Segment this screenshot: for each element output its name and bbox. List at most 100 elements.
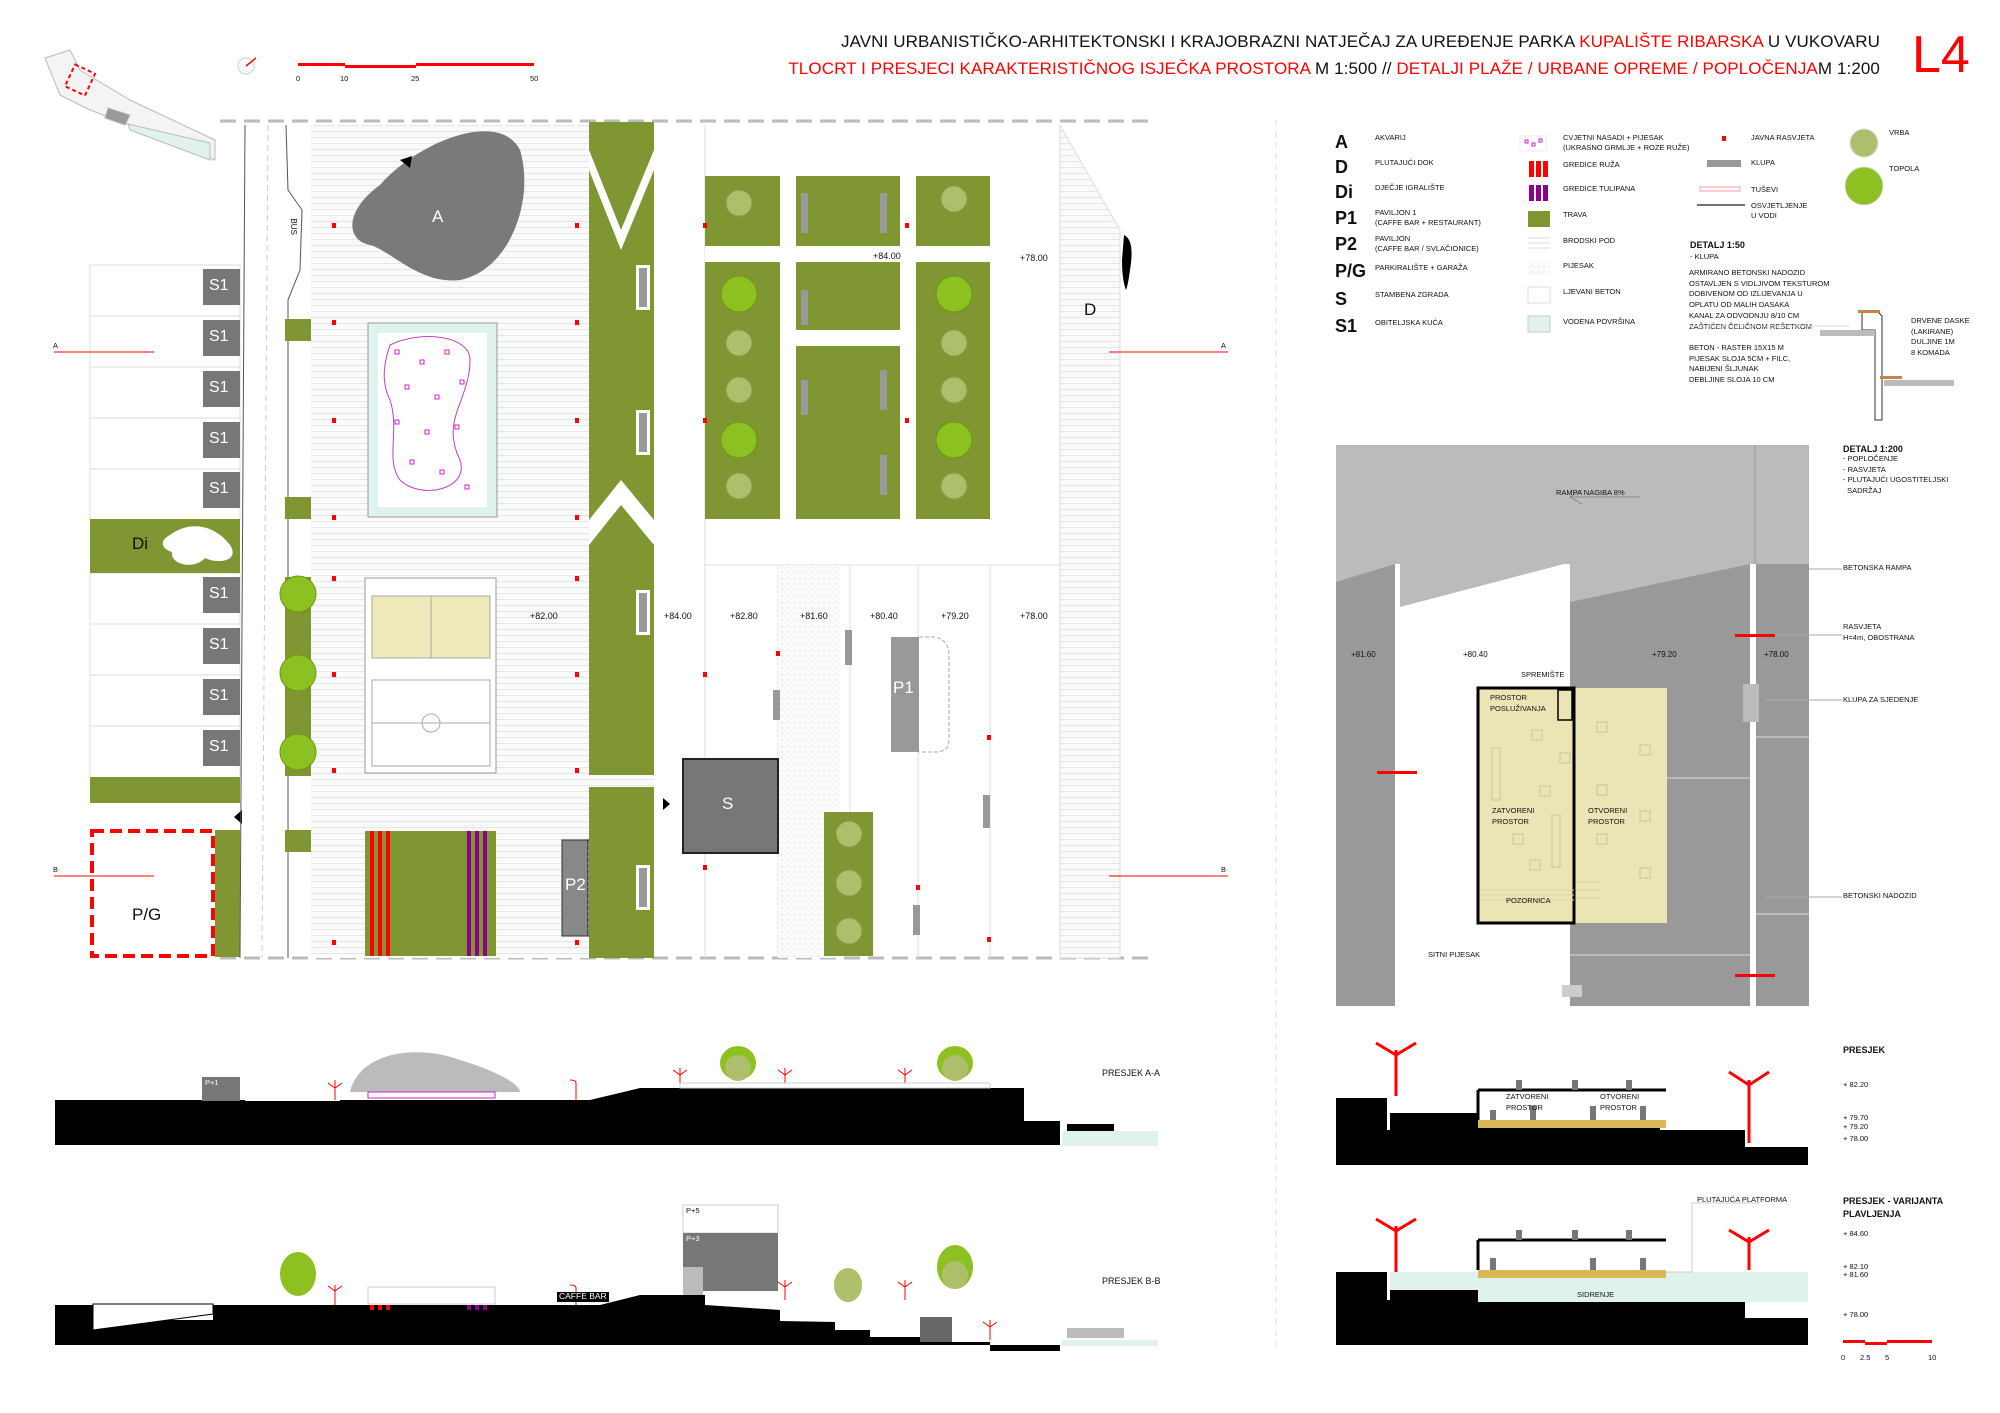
scale-tick: 2.5 [1860, 1353, 1871, 1362]
level-label: +79.20 [1652, 650, 1677, 659]
house-s1: S1 [203, 269, 240, 305]
north-arrow-icon [237, 57, 257, 75]
legend-code: A [1335, 132, 1348, 152]
label-closed-space: ZATVORENI PROSTOR [1492, 806, 1535, 826]
street-light-icon [1722, 136, 1726, 141]
tree-poplar [279, 575, 317, 613]
label-open-space: OTVORENI PROSTOR [1588, 806, 1628, 826]
scale-bar-detail [1843, 1340, 1932, 1345]
legend-label: PARKIRALIŠTE + GARAŽA [1375, 263, 1468, 272]
level-label: +82.00 [530, 611, 558, 621]
scale-tick: 5 [1885, 1353, 1890, 1362]
section-marker-a: A [1221, 341, 1227, 350]
section-lines [54, 351, 1228, 877]
tree-poplar [279, 654, 317, 692]
pavilion-plan [1476, 686, 1667, 925]
label-ramp: RAMPA NAGIBA 8% [1556, 488, 1625, 497]
house-s1: S1 [203, 320, 240, 356]
detail-1200-items: - POPLOČENJE - RASVJETA - PLUTAJUĆI UGOS… [1843, 454, 1949, 495]
title-city: U VUKOVARU [1763, 32, 1880, 51]
detail-section-flood [1336, 1202, 1808, 1345]
level-label: +84.00 [664, 611, 692, 621]
shower-icon [1699, 186, 1741, 192]
legend-label: GREDICE TULIPANA [1563, 184, 1636, 193]
competition-title: JAVNI URBANISTIČKO-ARHITEKTONSKI I KRAJO… [841, 32, 1880, 52]
scale-tick: 50 [530, 74, 539, 83]
level-label: +81.60 [800, 611, 828, 621]
house-s1: S1 [203, 679, 240, 715]
label-p-plus-3: P+3 [686, 1234, 700, 1243]
parking-outline [90, 829, 215, 958]
boat-icon [1122, 235, 1132, 290]
subtitle-scale1: M 1:500 // [1310, 59, 1397, 78]
green-promenade [589, 122, 654, 958]
label-p-plus-5: P+5 [686, 1206, 700, 1215]
section-marker-b: B [1221, 865, 1227, 874]
scale-bar-main [298, 63, 534, 68]
level-label: +80.40 [870, 611, 898, 621]
level-label: + 81.60 [1843, 1270, 1869, 1279]
detail-section-normal [1336, 1041, 1808, 1165]
legend-label: VODENA POVRŠINA [1563, 317, 1636, 326]
house-s1: S1 [203, 422, 240, 458]
house-s1: S1 [203, 472, 240, 508]
label-wall: BETONSKI NADOZID [1843, 891, 1917, 900]
level-label: +82.80 [730, 611, 758, 621]
level-label: + 84.60 [1843, 1229, 1869, 1238]
detail-section-title: PRESJEK [1843, 1045, 1886, 1055]
section-aa [55, 1046, 1158, 1146]
label-anchoring: SIDRENJE [1577, 1290, 1615, 1299]
tree-poplar [279, 733, 317, 771]
willow-icon [1849, 128, 1879, 158]
legend-label: CVJETNI NASADI + PIJESAK (UKRASNO GRMLJE… [1563, 133, 1690, 153]
rose-bed-icon [1529, 161, 1548, 177]
legend-label: VRBA [1889, 128, 1910, 137]
legend-label: DJEČJE IGRALIŠTE [1375, 183, 1445, 192]
label-open-space: OTVORENI PROSTOR [1600, 1092, 1640, 1112]
legend-code: S [1335, 289, 1348, 309]
scale-tick: 0 [296, 74, 301, 83]
level-label: + 78.00 [1843, 1310, 1869, 1319]
level-label: +78.00 [1020, 253, 1048, 263]
label-lighting: RASVJETA H=4m, OBOSTRANA [1843, 622, 1915, 642]
house-s1: S1 [203, 371, 240, 407]
legend-label: JAVNA RASVJETA [1751, 133, 1815, 142]
flower-bed-icon [1519, 135, 1547, 152]
label-storage: SPREMIŠTE [1521, 670, 1565, 679]
legend-label: OSVJETLJENJE U VODI [1751, 201, 1808, 221]
legend-label: TUŠEVI [1751, 185, 1779, 194]
detail-1200-title: DETALJ 1:200 [1843, 444, 1903, 454]
legend-code: P/G [1335, 261, 1367, 281]
scale-tick: 25 [411, 74, 420, 83]
level-label: + 82.20 [1843, 1080, 1869, 1089]
section-marker-b: B [53, 865, 59, 874]
flower-garden [367, 322, 498, 518]
label-parking: P/G [132, 905, 162, 924]
level-label: +81.60 [1351, 650, 1376, 659]
level-label: + 79.20 [1843, 1122, 1869, 1131]
legend-label: OBITELJSKA KUĆA [1375, 318, 1443, 327]
label-closed-space: ZATVORENI PROSTOR [1506, 1092, 1549, 1112]
label-aquarium: A [432, 207, 444, 226]
level-label: + 79.70 [1843, 1113, 1869, 1122]
house-s1: S1 [203, 730, 240, 766]
legend-label: LJEVANI BETON [1563, 287, 1621, 296]
title-park-name: KUPALIŠTE RIBARSKA [1579, 32, 1764, 51]
detail-150-title: DETALJ 1:50 [1690, 240, 1745, 250]
label-concrete-ramp: BETONSKA RAMPA [1843, 563, 1912, 572]
legend-label: STAMBENA ZGRADA [1375, 290, 1449, 299]
title-black: JAVNI URBANISTIČKO-ARHITEKTONSKI I KRAJO… [840, 32, 1580, 51]
detail-section-flood-title: PRESJEK - VARIJANTA PLAVLJENJA [1843, 1196, 1944, 1219]
scale-tick: 10 [340, 74, 349, 83]
legend-label: PLUTAJUĆI DOK [1375, 158, 1434, 167]
legend-code: P1 [1335, 208, 1358, 228]
subtitle-details: DETALJI PLAŽE / URBANE OPREME / POPLOČEN… [1396, 59, 1818, 78]
road [239, 124, 303, 959]
legend-label: PAVILJON (CAFFE BAR / SVLAČIONICE) [1375, 234, 1479, 254]
detail-lights [1377, 634, 1775, 977]
